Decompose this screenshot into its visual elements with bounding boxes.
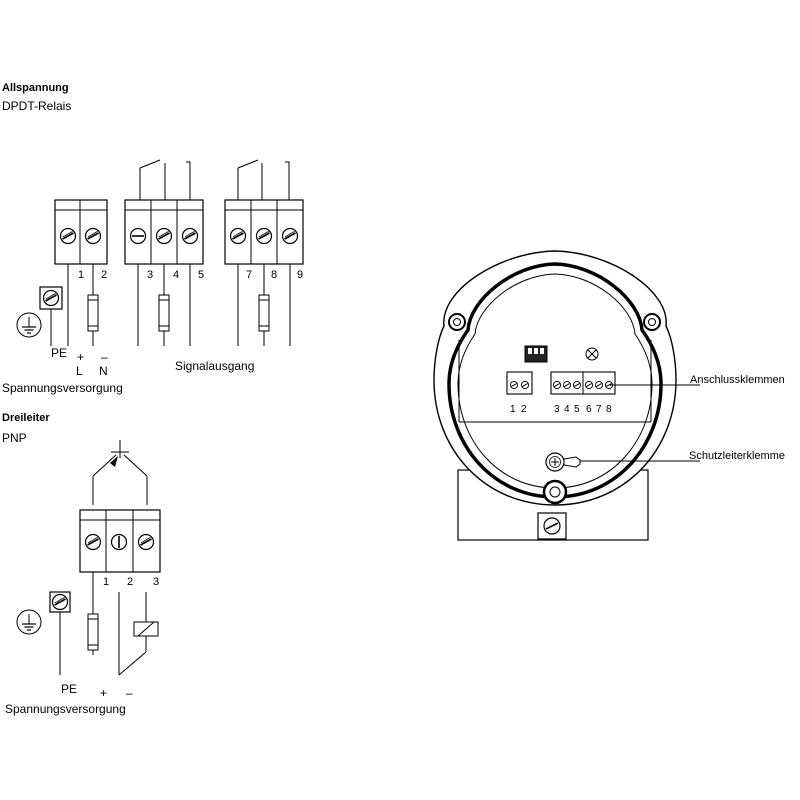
terminal-number: 7 bbox=[596, 404, 602, 415]
section2-subtitle: PNP bbox=[2, 431, 27, 445]
housing-terminal-block-supply bbox=[506, 371, 533, 395]
callout-ground: Schutzleiterklemme bbox=[689, 450, 785, 462]
supply-label: Spannungsversorgung bbox=[2, 381, 123, 395]
section1-subtitle: DPDT-Relais bbox=[2, 99, 71, 113]
housing-terminal-block-signal bbox=[550, 371, 616, 395]
terminal-number: 2 bbox=[127, 576, 133, 588]
terminal-number: 3 bbox=[147, 269, 153, 281]
terminal-block-relay-2 bbox=[224, 199, 304, 265]
terminal-number: 4 bbox=[564, 404, 570, 415]
terminal-number: 6 bbox=[586, 404, 592, 415]
terminal-number: 4 bbox=[173, 269, 179, 281]
terminal-number: 1 bbox=[78, 269, 84, 281]
pe-ground-terminal bbox=[49, 591, 71, 675]
callout-terminals: Anschlussklemmen bbox=[690, 374, 785, 386]
terminal-number: 5 bbox=[198, 269, 204, 281]
relay-contact-2 bbox=[237, 159, 290, 200]
ground-icon bbox=[16, 312, 42, 338]
ground-icon bbox=[16, 609, 42, 635]
relay-contact-1 bbox=[139, 159, 191, 200]
fuse-icon bbox=[158, 294, 170, 332]
fuse-icon bbox=[258, 294, 270, 332]
terminal-number: 1 bbox=[510, 404, 516, 415]
fuse-icon bbox=[87, 613, 99, 651]
plus-label: + bbox=[100, 686, 107, 700]
fuse-icon bbox=[87, 294, 99, 332]
terminal-number: 2 bbox=[101, 269, 107, 281]
section1-title: Allspannung bbox=[2, 82, 69, 94]
terminal-number: 2 bbox=[521, 404, 527, 415]
pe-label: PE bbox=[51, 346, 67, 360]
pnp-transistor-icon bbox=[92, 440, 148, 505]
load-coil-icon bbox=[133, 621, 159, 637]
minus-label: – bbox=[101, 350, 108, 364]
terminal-number: 5 bbox=[574, 404, 580, 415]
potentiometer-icon bbox=[585, 347, 599, 361]
terminal-number: 9 bbox=[297, 269, 303, 281]
minus-label: – bbox=[126, 686, 133, 700]
terminal-block-relay-1 bbox=[124, 199, 204, 265]
supply-label: Spannungsversorgung bbox=[5, 702, 126, 716]
protective-ground-screw-icon bbox=[545, 452, 581, 472]
terminal-number: 3 bbox=[554, 404, 560, 415]
pe-label: PE bbox=[61, 682, 77, 696]
terminal-block-supply bbox=[54, 199, 108, 265]
terminal-number: 8 bbox=[271, 269, 277, 281]
plus-label: + bbox=[77, 350, 84, 364]
dip-switch-icon bbox=[524, 345, 548, 363]
terminal-number: 7 bbox=[246, 269, 252, 281]
signal-label: Signalausgang bbox=[175, 359, 254, 373]
terminal-number: 8 bbox=[606, 404, 612, 415]
housing bbox=[433, 250, 677, 541]
terminal-number: 1 bbox=[103, 576, 109, 588]
cable-gland-screw bbox=[537, 512, 567, 540]
section2-title: Dreileiter bbox=[2, 412, 50, 424]
terminal-number: 3 bbox=[153, 576, 159, 588]
pe-ground-terminal bbox=[39, 286, 63, 346]
l-label: L bbox=[76, 364, 83, 378]
terminal-block-pnp bbox=[79, 509, 161, 573]
n-label: N bbox=[99, 364, 108, 378]
